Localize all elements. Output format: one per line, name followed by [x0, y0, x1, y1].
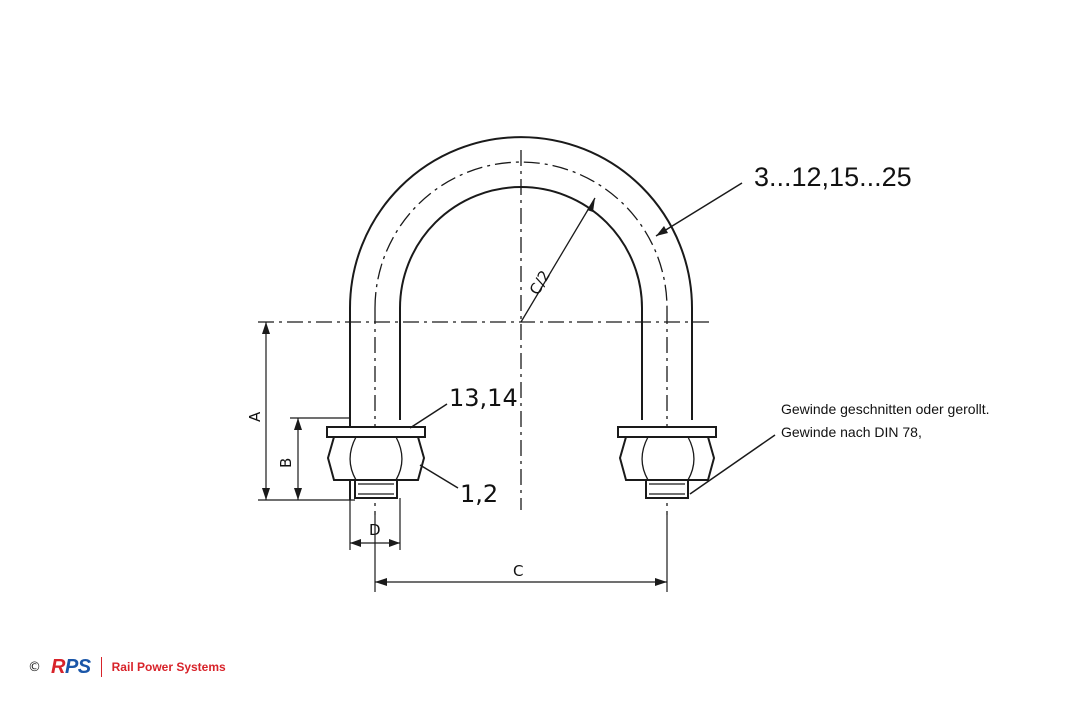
- left-washer: [326, 426, 426, 438]
- right-nut-face-1: [641, 436, 649, 481]
- left-thread-end: [354, 479, 398, 499]
- dim-c-half-label: C/2: [526, 267, 554, 298]
- dim-b-arrow-top: [294, 418, 302, 430]
- leader-1-2: [419, 464, 459, 489]
- dim-a-label: A: [246, 411, 264, 422]
- dim-c-arrow-left: [375, 578, 387, 586]
- dim-a-arrow-bottom: [262, 488, 270, 500]
- left-hex-nut: [326, 436, 426, 481]
- thread-note-line-1: Gewinde geschnitten oder gerollt.: [781, 401, 990, 417]
- left-nut-face-1: [349, 436, 357, 481]
- left-nut-assembly: [326, 426, 426, 499]
- leader-13-14: [409, 403, 448, 429]
- right-hex-nut: [618, 436, 716, 481]
- u-bolt-outer-outline: [349, 136, 693, 500]
- dim-c-label: C: [513, 562, 523, 580]
- part-label-13-14: 13,14: [449, 384, 518, 412]
- u-bolt-centerline-arc: [374, 161, 668, 309]
- logo-divider: [100, 657, 102, 677]
- logo-letters-ps: PS: [64, 655, 91, 678]
- radius-line: [520, 197, 596, 323]
- leader-3-25: [655, 182, 743, 237]
- copyright-symbol: ©: [28, 659, 41, 675]
- dim-c-arrow-right: [655, 578, 667, 586]
- dim-d-arrow-right: [389, 539, 400, 547]
- dim-a-arrow-top: [262, 322, 270, 334]
- footer-branding: © RPS Rail Power Systems: [28, 655, 226, 679]
- radius-arrowhead: [587, 198, 595, 212]
- right-thread-end: [645, 479, 689, 499]
- rps-logo: RPS: [51, 656, 91, 679]
- brand-name: Rail Power Systems: [111, 660, 226, 674]
- left-nut-face-2: [395, 436, 403, 481]
- dim-b-arrow-bottom: [294, 488, 302, 500]
- leader-3-25-arrow: [656, 226, 668, 236]
- leader-thread-note: [689, 434, 776, 495]
- right-washer: [617, 426, 717, 438]
- right-nut-face-2: [687, 436, 695, 481]
- right-nut-assembly: [617, 426, 717, 499]
- part-label-1-2: 1,2: [460, 480, 498, 508]
- dim-b-label: B: [277, 458, 295, 468]
- part-label-3-25: 3...12,15...25: [754, 162, 912, 192]
- logo-letter-r: R: [51, 655, 65, 678]
- dim-d-arrow-left: [350, 539, 361, 547]
- thread-note-line-2: Gewinde nach DIN 78,: [781, 424, 922, 440]
